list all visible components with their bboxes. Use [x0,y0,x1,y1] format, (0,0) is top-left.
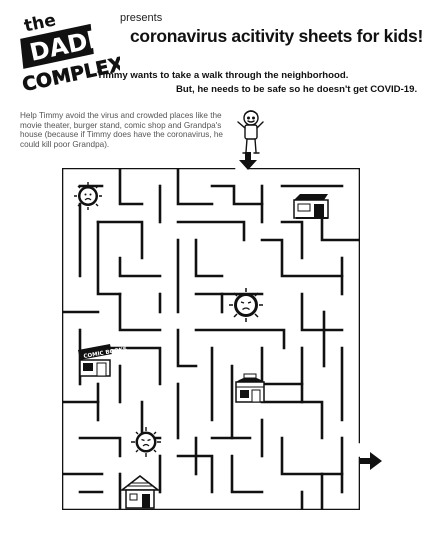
burger-stand-icon [235,373,265,403]
maze-entry-arrow-icon [239,152,257,170]
daddy-complex-logo: the DADDY COMPLEX [20,10,120,94]
intro-line-1: Timmy wants to take a walk through the n… [97,70,349,81]
grandpa-house-icon [119,474,161,509]
virus-icon-top-left [74,182,102,210]
page-title: coronavirus acitivity sheets for kids! [130,26,424,46]
maze-exit-arrow-icon [360,452,382,470]
maze-grid: COMIC BOOKS [62,168,360,510]
virus-icon-bottom-left [131,427,161,457]
presents-label: presents [120,12,163,24]
movie-theater-icon [293,194,329,219]
timmy-kid-icon [237,110,264,154]
virus-icon-middle [229,288,263,322]
maze-walls [62,168,360,510]
intro-line-2: But, he needs to be safe so he doesn't g… [176,84,418,95]
maze-instructions: Help Timmy avoid the virus and crowded p… [20,111,223,149]
